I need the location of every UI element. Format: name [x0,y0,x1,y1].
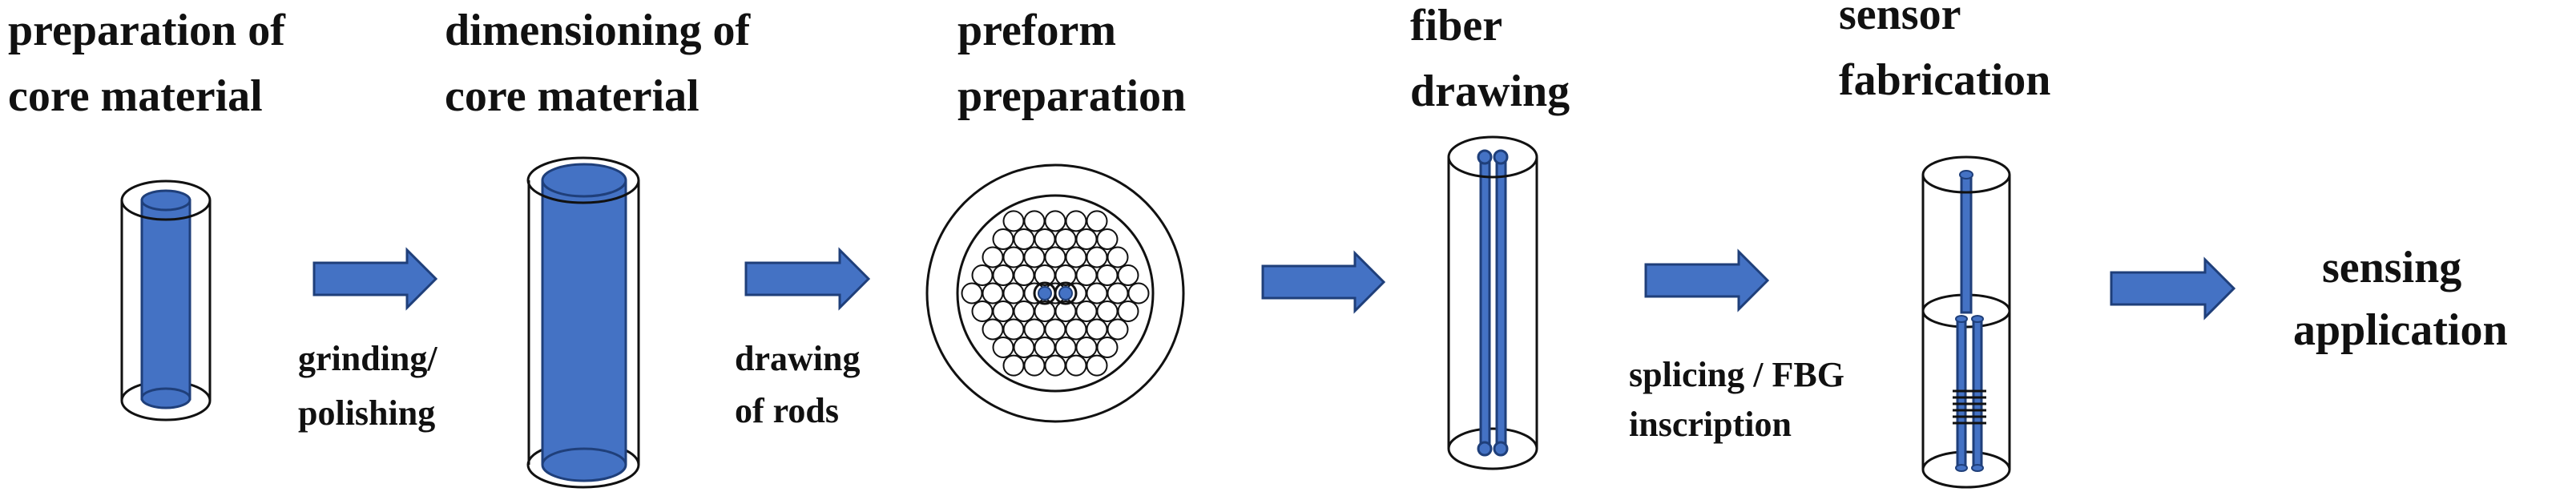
capillary-tube-icon [1107,246,1129,268]
capillary-tube-icon [1096,264,1119,286]
capillary-tube-icon [1075,337,1098,358]
final-label-line2: application [2293,305,2508,355]
core-material-cylinder-icon [120,179,212,421]
capillary-tube-icon [1023,246,1046,268]
capillary-tube-icon [961,282,983,304]
capillary-tube-icon [1013,300,1035,322]
stage-2-title-line2: core material [445,71,699,121]
capillary-tube-icon [992,264,1014,286]
capillary-tube-icon [1107,282,1129,304]
stage-5-title-line1: sensor [1839,0,1961,39]
capillary-tube-icon [1023,354,1046,377]
capillary-tube-icon [1002,282,1025,304]
capillary-tube-icon [1054,228,1077,250]
capillary-tube-icon [971,300,994,322]
capillary-tube-icon [992,300,1014,322]
fbg-grating-icon [1953,389,1986,425]
capillary-tube-icon [1086,246,1108,268]
capillary-tube-icon [1044,210,1066,232]
sensor-assembly-icon [1921,155,2011,489]
arrow-2-label-line2: of rods [735,391,839,430]
capillary-array-icon [961,210,1150,377]
arrow-1-label-line1: grinding/ [298,339,437,378]
capillary-tube-icon [1086,318,1108,341]
capillary-tube-icon [1096,228,1119,250]
stage-5-title-line2: fabrication [1839,55,2050,105]
capillary-tube-icon [1065,354,1087,377]
capillary-tube-icon [1013,337,1035,358]
capillary-tube-icon [1034,337,1056,358]
capillary-tube-icon [1013,264,1035,286]
capillary-tube-icon [1107,318,1129,341]
arrow-2-label-line1: drawing [735,339,860,378]
stage-2-title-line1: dimensioning of [445,6,752,55]
final-label-line1: sensing [2322,243,2461,292]
capillary-tube-icon [1096,300,1119,322]
stage-3-title-line1: preform [957,6,1116,55]
dimensioned-core-cylinder-icon [526,156,640,489]
capillary-tube-icon [1002,354,1025,377]
capillary-tube-icon [1044,246,1066,268]
arrow-4-label-line2: inscription [1629,405,1792,444]
capillary-tube-icon [1002,210,1025,232]
capillary-tube-icon [982,282,1004,304]
stage-1-title-line1: preparation of [8,6,286,55]
arrow-1-icon [312,247,438,311]
capillary-tube-icon [1127,282,1150,304]
capillary-tube-icon [1065,246,1087,268]
capillary-tube-icon [1075,228,1098,250]
capillary-tube-icon [1034,228,1056,250]
capillary-tube-icon [1054,337,1077,358]
capillary-tube-icon [1086,210,1108,232]
capillary-tube-icon [1075,300,1098,322]
capillary-tube-icon [982,246,1004,268]
arrow-2-icon [744,247,871,311]
arrow-4-label-line1: splicing / FBG [1629,355,1844,394]
capillary-tube-icon [1002,246,1025,268]
stage-4-title-line1: fiber [1410,1,1502,50]
capillary-tube-icon [1065,210,1087,232]
capillary-tube-icon [982,318,1004,341]
arrow-4-icon [1644,248,1770,313]
capillary-tube-icon [1117,264,1139,286]
capillary-tube-icon [1023,210,1046,232]
capillary-tube-icon [971,264,994,286]
preform-cross-section-icon [925,163,1185,423]
capillary-tube-icon [1117,300,1139,322]
capillary-tube-icon [1075,264,1098,286]
capillary-tube-icon [1044,354,1066,377]
capillary-tube-icon [992,337,1014,358]
arrow-1-label-line2: polishing [298,393,435,433]
capillary-tube-icon [1086,282,1108,304]
capillary-tube-icon [992,228,1014,250]
capillary-tube-icon [1086,354,1108,377]
arrow-5-icon [2110,256,2236,321]
stage-3-title-line2: preparation [957,71,1186,121]
stage-1-title-line2: core material [8,71,263,121]
capillary-tube-icon [1065,318,1087,341]
drawn-fiber-cylinder-icon [1447,135,1538,470]
stage-4-title-line2: drawing [1410,67,1570,116]
arrow-3-icon [1261,250,1386,314]
capillary-tube-icon [1096,337,1119,358]
capillary-tube-icon [1002,318,1025,341]
capillary-tube-icon [1023,318,1046,341]
capillary-tube-icon [1013,228,1035,250]
capillary-tube-icon [1044,318,1066,341]
